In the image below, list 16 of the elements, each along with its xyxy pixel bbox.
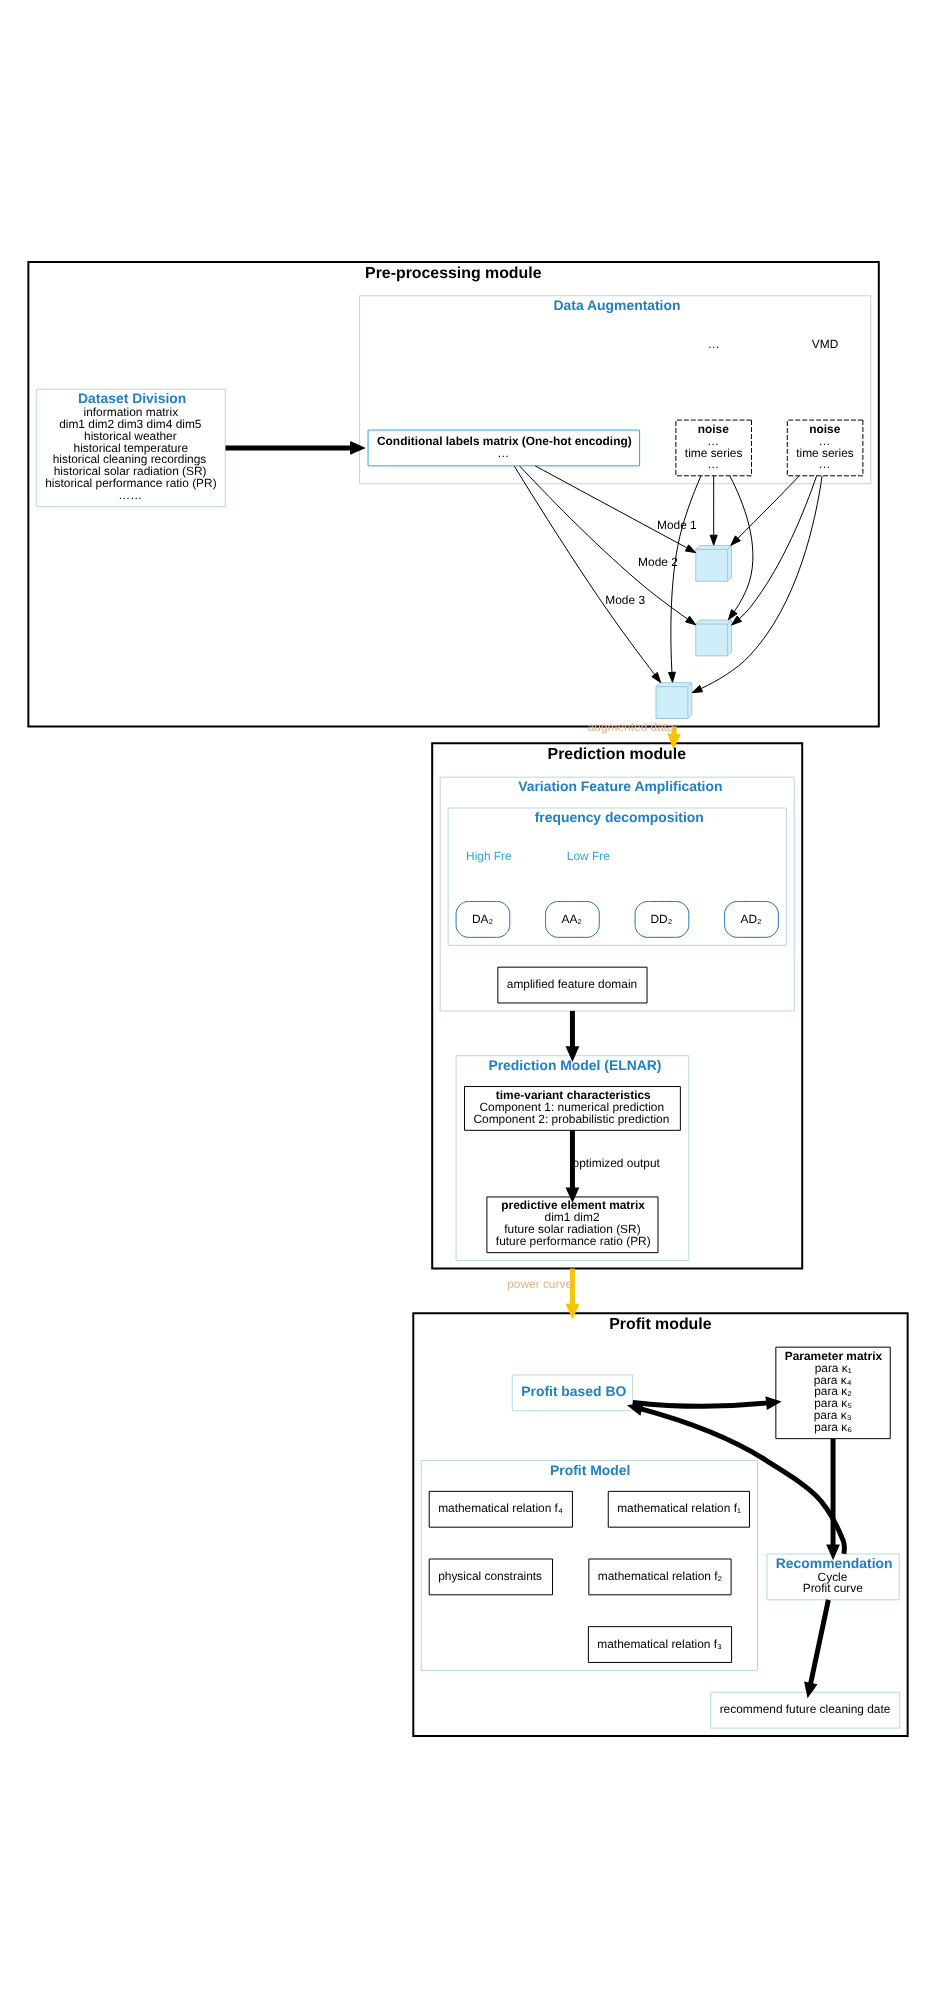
- arrow: [709, 475, 718, 546]
- arrow: [225, 441, 366, 455]
- arrow: [826, 1438, 840, 1561]
- arrow: [519, 465, 697, 626]
- arrow: [565, 1130, 580, 1204]
- arrow: [804, 1599, 831, 1699]
- arrow: [534, 465, 697, 554]
- arrow: [691, 475, 823, 694]
- arrow: [565, 1010, 580, 1062]
- arrow: [513, 465, 662, 683]
- arrow: [730, 475, 800, 546]
- arrow: [667, 475, 702, 683]
- arrow: [632, 1396, 782, 1410]
- arrow: [731, 475, 818, 626]
- arrow: [627, 1402, 847, 1555]
- arrow: [565, 1268, 580, 1320]
